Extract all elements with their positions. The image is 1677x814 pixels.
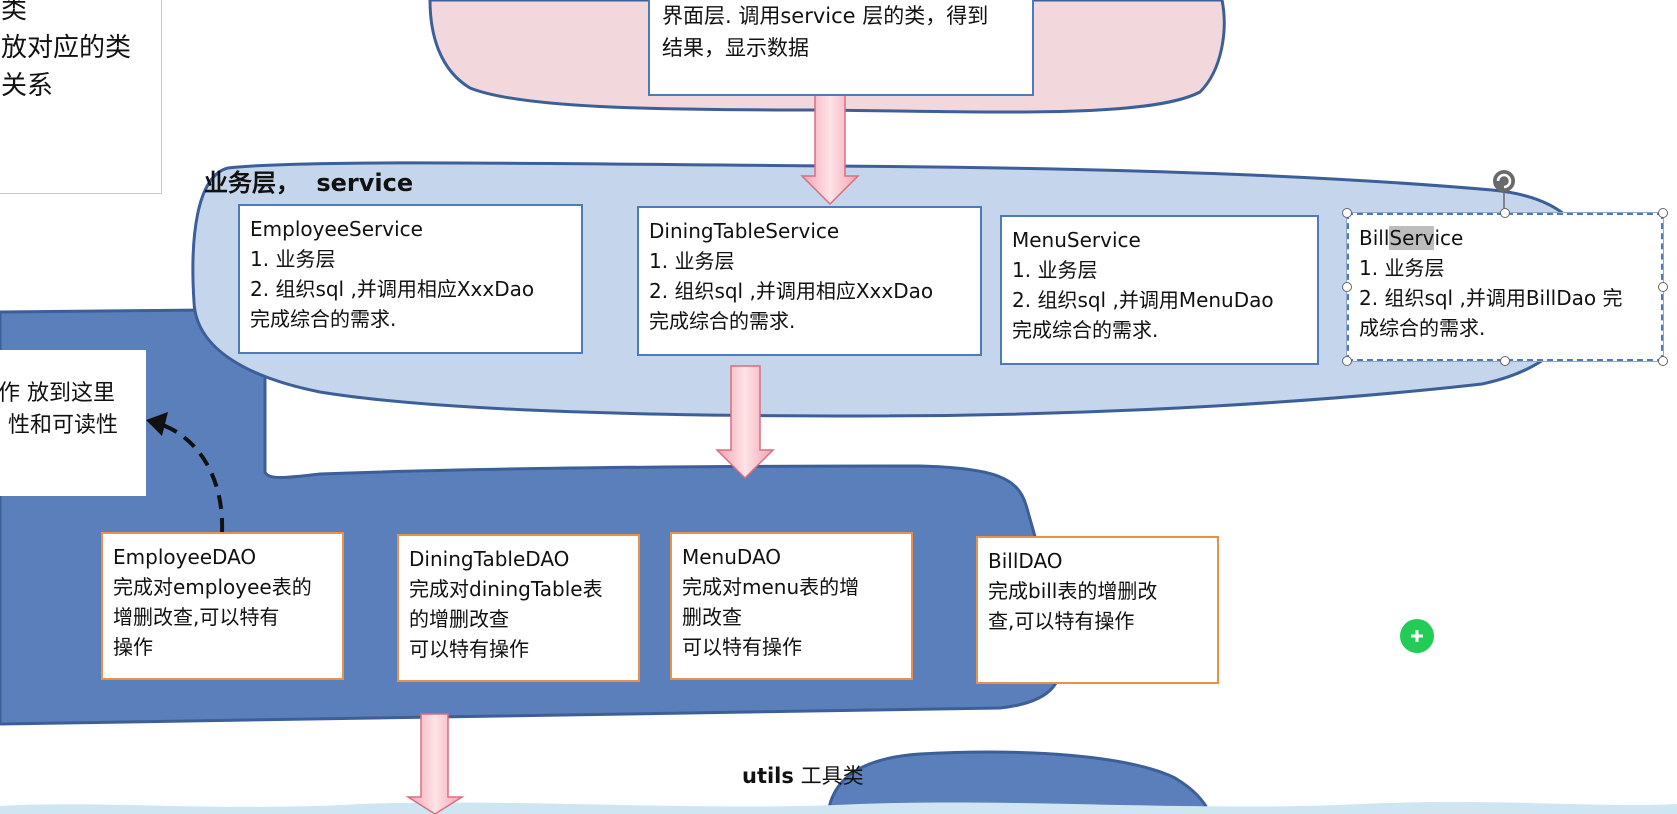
left-top-note: 类 放对应的类 关系	[0, 0, 162, 194]
service-title-cn: 业务层，	[204, 169, 300, 197]
bill-name-suffix: ice	[1434, 226, 1464, 250]
dashed-curve-arrow	[159, 422, 225, 533]
selection-handle-nw[interactable]	[1342, 208, 1352, 218]
service-box-line: 1. 业务层	[1359, 256, 1445, 280]
dao-box-line: 完成bill表的增删改	[988, 579, 1158, 603]
dao-box-employee[interactable]: EmployeeDAO 完成对employee表的 增删改查,可以特有 操作	[101, 532, 344, 680]
service-box-line: 成综合的需求.	[1359, 316, 1486, 340]
dao-box-title: EmployeeDAO	[113, 545, 257, 569]
service-box-title: MenuService	[1012, 228, 1141, 252]
utils-label-en: utils	[742, 764, 794, 788]
arrow-service-to-dao	[715, 365, 775, 480]
service-box-line: 1. 业务层	[649, 249, 735, 273]
service-box-line: 1. 业务层	[1012, 258, 1098, 282]
dao-box-title: MenuDAO	[682, 545, 782, 569]
utils-label: utils 工具类	[742, 760, 864, 790]
service-box-bill[interactable]: BillService 1. 业务层 2. 组织sql ,并调用BillDao …	[1346, 212, 1664, 362]
bottom-wave-strip	[0, 802, 1677, 814]
left-mid-note: 作 放到这里 性和可读性	[0, 350, 146, 496]
ui-layer-box: 界面层. 调用service 层的类，得到 结果，显示数据	[648, 0, 1034, 96]
service-box-line: 2. 组织sql ,并调用相应XxxDao	[250, 277, 535, 301]
dao-box-title: DiningTableDAO	[409, 547, 570, 571]
service-box-line: 完成综合的需求.	[649, 309, 796, 333]
ui-layer-line: 界面层. 调用service 层的类，得到	[662, 4, 989, 28]
note-line: 作 放到这里	[0, 381, 115, 406]
note-line: 性和可读性	[8, 413, 119, 438]
service-box-line: 2. 组织sql ,并调用MenuDao	[1012, 288, 1274, 312]
dao-box-menu[interactable]: MenuDAO 完成对menu表的增 删改查 可以特有操作	[670, 532, 913, 680]
service-box-title: EmployeeService	[250, 217, 423, 241]
dao-box-diningtable[interactable]: DiningTableDAO 完成对diningTable表 的增删改查 可以特…	[397, 534, 640, 682]
dao-box-line: 操作	[113, 635, 153, 659]
selection-handle-w[interactable]	[1342, 282, 1352, 292]
note-line: 关系	[1, 71, 54, 101]
dao-box-bill[interactable]: BillDAO 完成bill表的增删改 查,可以特有操作	[976, 536, 1219, 684]
selection-handle-n[interactable]	[1500, 208, 1510, 218]
service-box-line: 2. 组织sql ,并调用相应XxxDao	[649, 279, 934, 303]
note-line: 放对应的类	[1, 33, 132, 63]
utils-label-cn: 工具类	[793, 764, 864, 788]
dao-box-line: 完成对diningTable表	[409, 577, 603, 601]
dao-box-line: 可以特有操作	[409, 637, 529, 661]
service-box-title: DiningTableService	[649, 219, 840, 243]
dao-box-line: 增删改查,可以特有	[113, 605, 280, 629]
utils-layer-blob	[826, 750, 1212, 814]
dashed-arrow-head	[146, 412, 168, 436]
dao-box-line: 完成对employee表的	[113, 575, 312, 599]
service-layer-title: 业务层， service	[204, 163, 413, 198]
service-box-title: BillService	[1359, 223, 1651, 253]
selection-handle-se[interactable]	[1658, 356, 1668, 366]
rotate-handle-icon[interactable]	[1493, 170, 1515, 192]
arrow-dao-to-utils	[405, 713, 465, 814]
bill-name-highlight: Serv	[1389, 226, 1435, 250]
bill-name-prefix: Bill	[1359, 226, 1390, 250]
arrow-ui-to-service	[800, 89, 860, 206]
dao-box-line: 删改查	[682, 605, 742, 629]
service-title-en: service	[316, 169, 414, 197]
service-box-diningtable[interactable]: DiningTableService 1. 业务层 2. 组织sql ,并调用相…	[637, 206, 982, 356]
ui-layer-line: 结果，显示数据	[662, 36, 809, 60]
selection-handle-s[interactable]	[1500, 356, 1510, 366]
selection-handle-e[interactable]	[1658, 282, 1668, 292]
dao-box-line: 可以特有操作	[682, 635, 802, 659]
service-box-line: 2. 组织sql ,并调用BillDao 完	[1359, 286, 1623, 310]
service-box-menu[interactable]: MenuService 1. 业务层 2. 组织sql ,并调用MenuDao …	[1000, 215, 1319, 365]
dao-box-title: BillDAO	[988, 549, 1063, 573]
rotate-arrow	[1496, 173, 1512, 189]
dao-box-line: 的增删改查	[409, 607, 509, 631]
service-box-employee[interactable]: EmployeeService 1. 业务层 2. 组织sql ,并调用相应Xx…	[238, 204, 583, 354]
service-box-line: 完成综合的需求.	[250, 307, 397, 331]
dao-box-line: 查,可以特有操作	[988, 609, 1135, 633]
service-box-line: 1. 业务层	[250, 247, 336, 271]
selection-handle-ne[interactable]	[1658, 208, 1668, 218]
selection-handle-sw[interactable]	[1342, 356, 1352, 366]
dao-box-line: 完成对menu表的增	[682, 575, 860, 599]
note-line: 类	[1, 0, 28, 25]
cursor-cross	[1411, 630, 1423, 642]
service-box-line: 完成综合的需求.	[1012, 318, 1159, 342]
